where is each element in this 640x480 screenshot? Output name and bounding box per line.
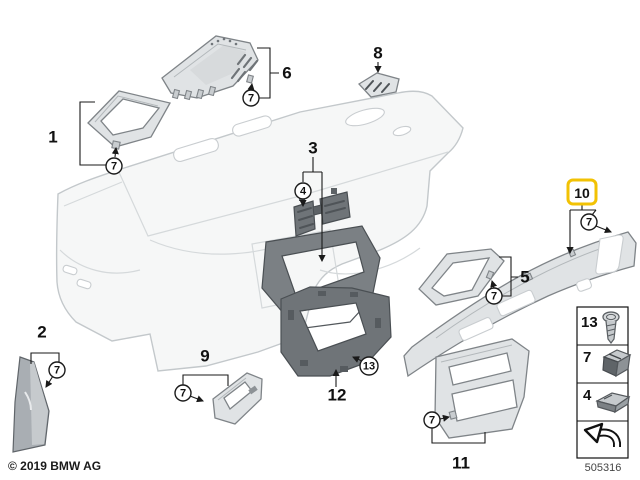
fastener-callout-13-item12[interactable]: 13 xyxy=(359,356,379,376)
callout-circle xyxy=(423,411,441,429)
fastener-callout-7-item6[interactable]: 7 xyxy=(242,89,260,107)
svg-text:4: 4 xyxy=(300,186,307,198)
callout-circle xyxy=(485,287,503,305)
callout-label-12[interactable]: 12 xyxy=(328,386,347,405)
highlighted-label-10: 10 xyxy=(574,185,590,201)
part-12-details xyxy=(288,291,381,372)
legend-row-direction xyxy=(583,422,621,447)
callout-label-2[interactable]: 2 xyxy=(37,323,46,342)
legend-table: 13 7 4 xyxy=(576,306,632,459)
fastener-callout-4-item3[interactable]: 4 xyxy=(294,182,312,200)
grommet-icon xyxy=(595,392,631,414)
part-9-slot xyxy=(248,385,258,395)
legend-row-screw[interactable]: 13 xyxy=(581,311,620,344)
callout-label-3[interactable]: 3 xyxy=(308,139,317,158)
fastener-callout-7-item5[interactable]: 7 xyxy=(485,287,503,305)
svg-text:7: 7 xyxy=(248,93,254,105)
part-1-outline xyxy=(87,90,171,148)
part-12-outline xyxy=(280,286,392,377)
legend-ref-4: 4 xyxy=(583,387,592,404)
svg-text:7: 7 xyxy=(180,388,186,400)
callout-circle xyxy=(48,361,66,379)
part-11-control-panel-trim xyxy=(434,338,530,439)
callout-circle xyxy=(105,157,123,175)
direction-arrow-icon xyxy=(583,422,621,447)
legend-row-grommet[interactable]: 4 xyxy=(583,387,631,414)
svg-text:7: 7 xyxy=(429,415,435,427)
svg-text:7: 7 xyxy=(586,217,592,229)
part-1-trim-frame xyxy=(87,90,171,150)
callout-circle xyxy=(359,356,379,376)
callout-label-11[interactable]: 11 xyxy=(452,454,470,473)
svg-text:7: 7 xyxy=(491,291,497,303)
fastener-callout-7-item2[interactable]: 7 xyxy=(48,361,66,379)
part-11-clip-tab xyxy=(448,410,458,420)
highlighted-callout-10[interactable]: 10 xyxy=(566,178,598,206)
part-12-carrier-frame xyxy=(280,286,392,377)
callout-label-5[interactable]: 5 xyxy=(520,268,529,287)
part-2-facet xyxy=(30,362,48,445)
fastener-callout-7-item1[interactable]: 7 xyxy=(105,157,123,175)
part-3-center-vents xyxy=(293,188,351,237)
part-5-trim-frame xyxy=(418,248,505,306)
fastener-callout-7-item10[interactable]: 7 xyxy=(580,213,598,231)
leader-lines xyxy=(30,47,612,444)
callout-label-1[interactable]: 1 xyxy=(48,128,57,147)
callout-circle xyxy=(242,89,260,107)
legend-ref-13: 13 xyxy=(581,314,598,331)
callout-circle xyxy=(294,182,312,200)
svg-text:7: 7 xyxy=(54,365,60,377)
callout-label-9[interactable]: 9 xyxy=(200,347,209,366)
part-8-side-vent-grille xyxy=(357,72,400,98)
clip-icon xyxy=(602,349,632,378)
part-1-clip-tab xyxy=(111,140,121,150)
screw-icon xyxy=(602,311,620,344)
dashboard-silhouette xyxy=(55,90,464,372)
part-10-details xyxy=(435,234,624,341)
legend-row-dividers xyxy=(577,344,628,422)
fastener-callout-7-item11[interactable]: 7 xyxy=(423,411,441,429)
legend-ref-7: 7 xyxy=(583,349,591,366)
callout-circle xyxy=(174,384,192,402)
part-6-details xyxy=(171,37,259,101)
part-3-link-bar xyxy=(312,204,323,216)
fastener-callout-7-item9[interactable]: 7 xyxy=(174,384,192,402)
part-10-decor-strip xyxy=(403,231,637,378)
copyright-text: © 2019 BMW AG xyxy=(8,459,101,473)
callout-label-6[interactable]: 6 xyxy=(282,64,291,83)
svg-text:7: 7 xyxy=(111,161,117,173)
legend-row-clip[interactable]: 7 xyxy=(583,349,632,378)
dashboard-body xyxy=(55,90,464,372)
highlight-box xyxy=(566,178,598,206)
diagram-number: 505316 xyxy=(585,462,622,474)
part-6-top-face xyxy=(190,45,246,85)
part-2-side-panel xyxy=(12,356,50,453)
part-5-outline xyxy=(418,248,505,306)
part-6-speaker-cover xyxy=(161,35,259,101)
svg-text:13: 13 xyxy=(363,361,375,373)
callout-label-8[interactable]: 8 xyxy=(373,44,382,63)
part-9-trim-plate xyxy=(212,372,263,425)
part-5-clip-tab xyxy=(485,270,495,280)
part-2-slot xyxy=(24,391,32,411)
callout-circle xyxy=(580,213,598,231)
part-11-outline xyxy=(434,338,530,439)
